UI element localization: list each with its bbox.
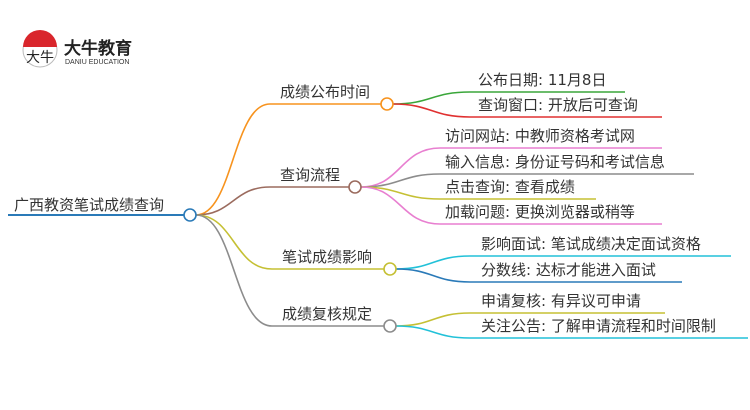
branch-node[interactable]: 成绩复核规定 — [282, 305, 372, 323]
branch-label: 笔试成绩影响 — [282, 248, 372, 266]
child-edge — [392, 103, 662, 118]
child-edge — [360, 173, 694, 188]
child-node-label[interactable]: 关注公告: 了解申请流程和时间限制 — [481, 317, 716, 335]
root-collapse-toggle[interactable] — [183, 208, 197, 222]
child-node-label[interactable]: 输入信息: 身份证号码和考试信息 — [445, 153, 665, 171]
branch-edge — [195, 214, 384, 327]
logo: 大牛 大牛教育 DANIU EDUCATION — [22, 30, 132, 68]
child-node-label[interactable]: 申请复核: 有异议可申请 — [481, 292, 641, 310]
collapse-toggle[interactable] — [380, 97, 394, 111]
branch-node[interactable]: 笔试成绩影响 — [282, 248, 372, 266]
collapse-toggle[interactable] — [348, 180, 362, 194]
logo-subtext: DANIU EDUCATION — [65, 59, 129, 66]
child-edge — [360, 147, 662, 188]
child-node-label[interactable]: 点击查询: 查看成绩 — [445, 178, 575, 196]
child-edge — [395, 312, 665, 327]
logo-mark: 大牛 — [26, 50, 54, 66]
child-node-label[interactable]: 分数线: 达标才能进入面试 — [481, 261, 656, 279]
branch-label: 成绩复核规定 — [282, 305, 372, 323]
child-node-label[interactable]: 公布日期: 11月8日 — [478, 71, 606, 89]
collapse-toggle[interactable] — [383, 262, 397, 276]
branch-edge — [195, 214, 384, 270]
child-node-label[interactable]: 加载问题: 更换浏览器或稍等 — [445, 203, 635, 221]
logo-text: 大牛教育 — [64, 38, 132, 59]
collapse-toggle[interactable] — [383, 319, 397, 333]
branch-edge — [195, 103, 381, 216]
branch-node[interactable]: 成绩公布时间 — [280, 83, 370, 101]
branch-label: 查询流程 — [280, 166, 340, 184]
child-edge — [395, 325, 748, 339]
child-edge — [360, 186, 596, 200]
child-node-label[interactable]: 访问网站: 中教师资格考试网 — [445, 127, 635, 145]
root-label: 广西教资笔试成绩查询 — [14, 196, 164, 214]
child-node-label[interactable]: 影响面试: 笔试成绩决定面试资格 — [481, 235, 701, 253]
child-node-label[interactable]: 查询窗口: 开放后可查询 — [478, 96, 638, 114]
root-node[interactable]: 广西教资笔试成绩查询 — [8, 196, 184, 216]
branch-node[interactable]: 查询流程 — [280, 166, 340, 184]
child-edge — [395, 255, 731, 270]
child-edge — [395, 268, 682, 283]
child-edge — [392, 91, 625, 105]
branch-edge — [195, 186, 349, 216]
branch-label: 成绩公布时间 — [280, 83, 370, 101]
child-edge — [360, 186, 662, 225]
